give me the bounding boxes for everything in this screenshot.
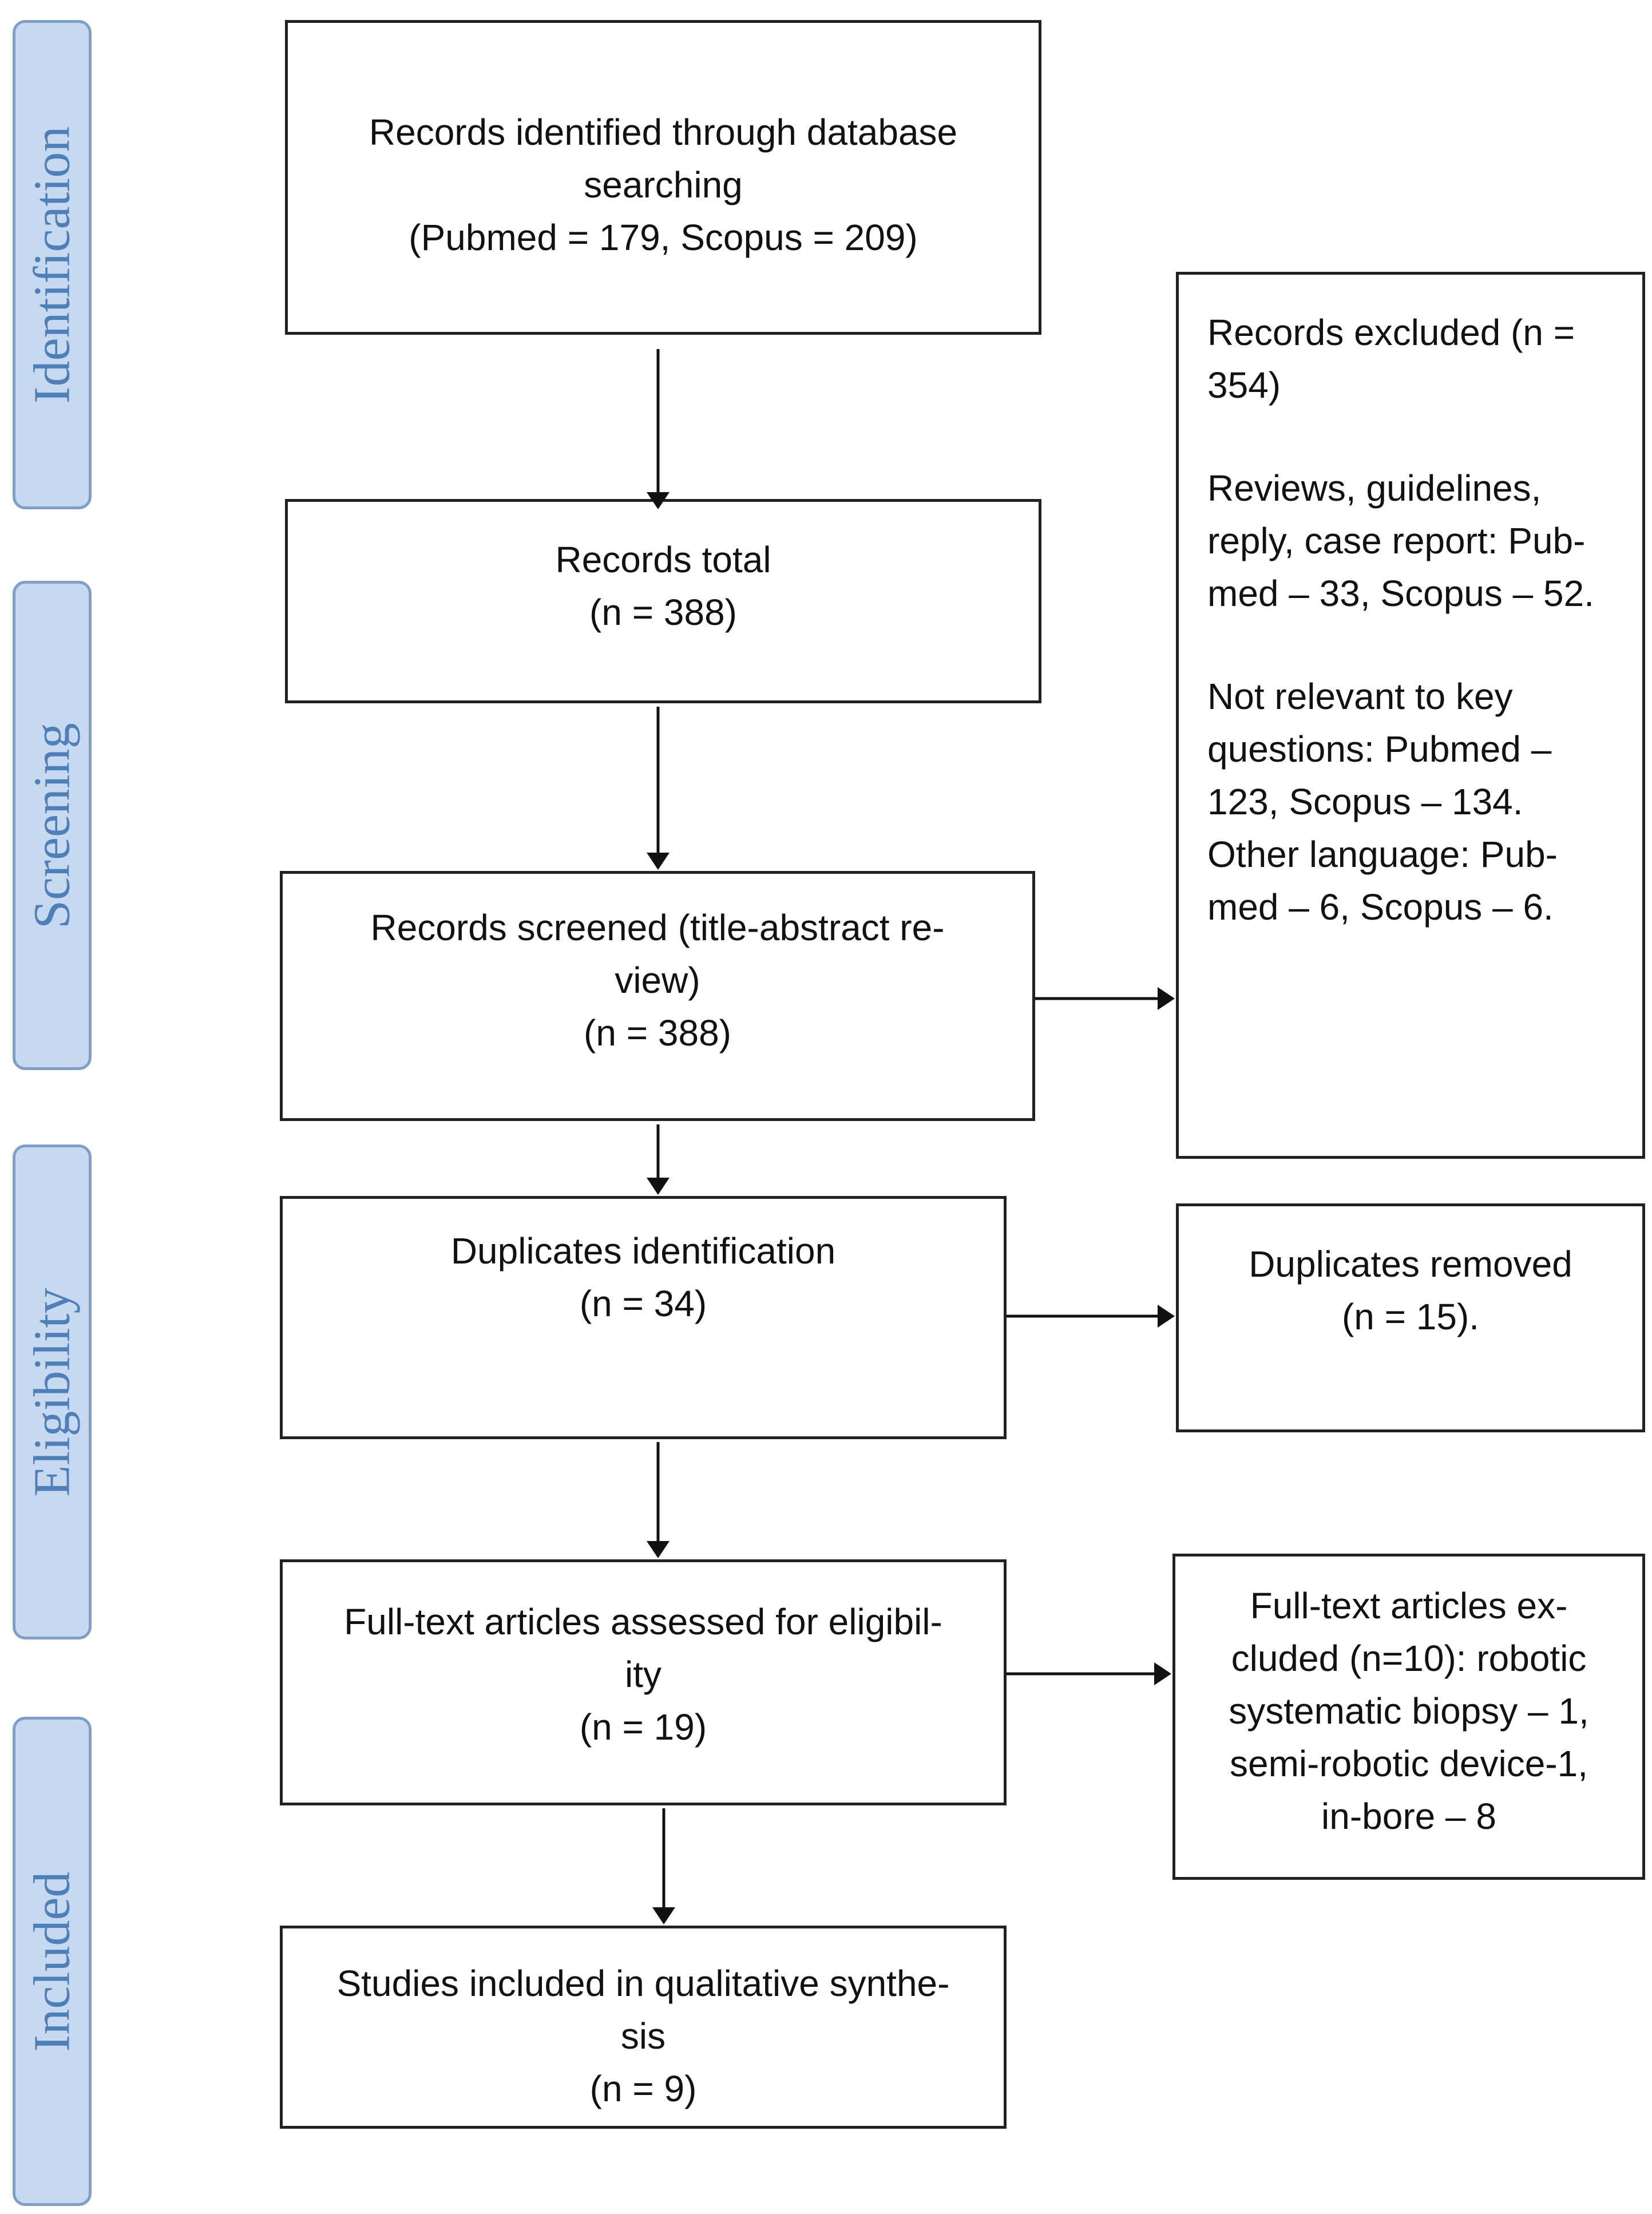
box-line: Not relevant to key xyxy=(1207,676,1513,717)
box-line: Records total xyxy=(555,539,771,580)
records-excluded-box: Records excluded (n = 354) Reviews, guid… xyxy=(1176,272,1645,1159)
box-line: semi-robotic device-1, xyxy=(1230,1743,1588,1784)
stage-identification: Identification xyxy=(13,20,92,509)
arrowhead xyxy=(1154,1662,1171,1685)
box-line: med – 6, Scopus – 6. xyxy=(1207,886,1554,928)
duplicates-identification-box: Duplicates identification (n = 34) xyxy=(280,1196,1007,1439)
stage-eligibility: Eligibility xyxy=(13,1144,92,1639)
box-line: Other language: Pub- xyxy=(1207,834,1558,875)
paragraph-gap xyxy=(1207,620,1619,670)
stage-label-text: Screening xyxy=(23,722,81,929)
box-line: cluded (n=10): robotic xyxy=(1231,1638,1587,1679)
arrowhead xyxy=(647,853,669,870)
arrowhead xyxy=(647,1541,669,1558)
records-screened-box: Records screened (title-abstract re- vie… xyxy=(280,871,1035,1121)
box-line: searching xyxy=(584,164,743,205)
box-line: (n = 388) xyxy=(589,592,737,633)
box-line: in-bore – 8 xyxy=(1321,1796,1496,1837)
box-line: (n = 9) xyxy=(589,2068,697,2109)
studies-included-box: Studies included in qualitative synthe- … xyxy=(280,1926,1007,2129)
arrowhead xyxy=(1158,987,1175,1010)
paragraph-gap xyxy=(1207,411,1619,462)
box-line: Duplicates removed xyxy=(1249,1243,1572,1285)
box-line: Studies included in qualitative synthe- xyxy=(336,1963,950,2004)
duplicates-removed-box: Duplicates removed (n = 15). xyxy=(1176,1203,1645,1432)
box-line: questions: Pubmed – xyxy=(1207,728,1552,770)
box-line: (Pubmed = 179, Scopus = 209) xyxy=(409,217,918,258)
box-line: 354) xyxy=(1207,365,1281,406)
box-line: med – 33, Scopus – 52. xyxy=(1207,573,1594,614)
stage-included: Included xyxy=(13,1717,92,2206)
box-line: sis xyxy=(620,2015,666,2057)
arrowhead xyxy=(1158,1305,1175,1328)
box-line: (n = 19) xyxy=(579,1706,707,1748)
box-line: Records excluded (n = xyxy=(1207,312,1575,353)
box-line: 123, Scopus – 134. xyxy=(1207,781,1523,822)
box-line: systematic biopsy – 1, xyxy=(1229,1690,1589,1732)
fulltext-excluded-box: Full-text articles ex- cluded (n=10): ro… xyxy=(1172,1554,1645,1880)
arrowhead xyxy=(652,1907,675,1924)
stage-screening: Screening xyxy=(13,581,92,1070)
box-line: ity xyxy=(625,1654,661,1695)
box-line: Records screened (title-abstract re- xyxy=(370,907,945,948)
box-line: view) xyxy=(615,960,700,1001)
box-line: Full-text articles ex- xyxy=(1250,1585,1568,1626)
box-line: reply, case report: Pub- xyxy=(1207,520,1586,561)
records-identified-box: Records identified through database sear… xyxy=(285,20,1041,335)
box-line: (n = 34) xyxy=(579,1283,707,1324)
box-line: Duplicates identification xyxy=(450,1230,836,1272)
box-line: (n = 15). xyxy=(1341,1296,1480,1337)
stage-label-text: Included xyxy=(23,1871,81,2051)
fulltext-assessed-box: Full-text articles assessed for eligibil… xyxy=(280,1559,1007,1805)
records-total-box: Records total (n = 388) xyxy=(285,499,1041,703)
box-line: Reviews, guidelines, xyxy=(1207,468,1542,509)
box-line: Records identified through database xyxy=(369,112,958,153)
box-line: Full-text articles assessed for eligibil… xyxy=(344,1601,942,1642)
stage-label-text: Eligibility xyxy=(23,1287,81,1497)
box-line: (n = 388) xyxy=(584,1012,731,1053)
arrowhead xyxy=(647,1178,669,1195)
stage-label-text: Identification xyxy=(23,126,81,403)
